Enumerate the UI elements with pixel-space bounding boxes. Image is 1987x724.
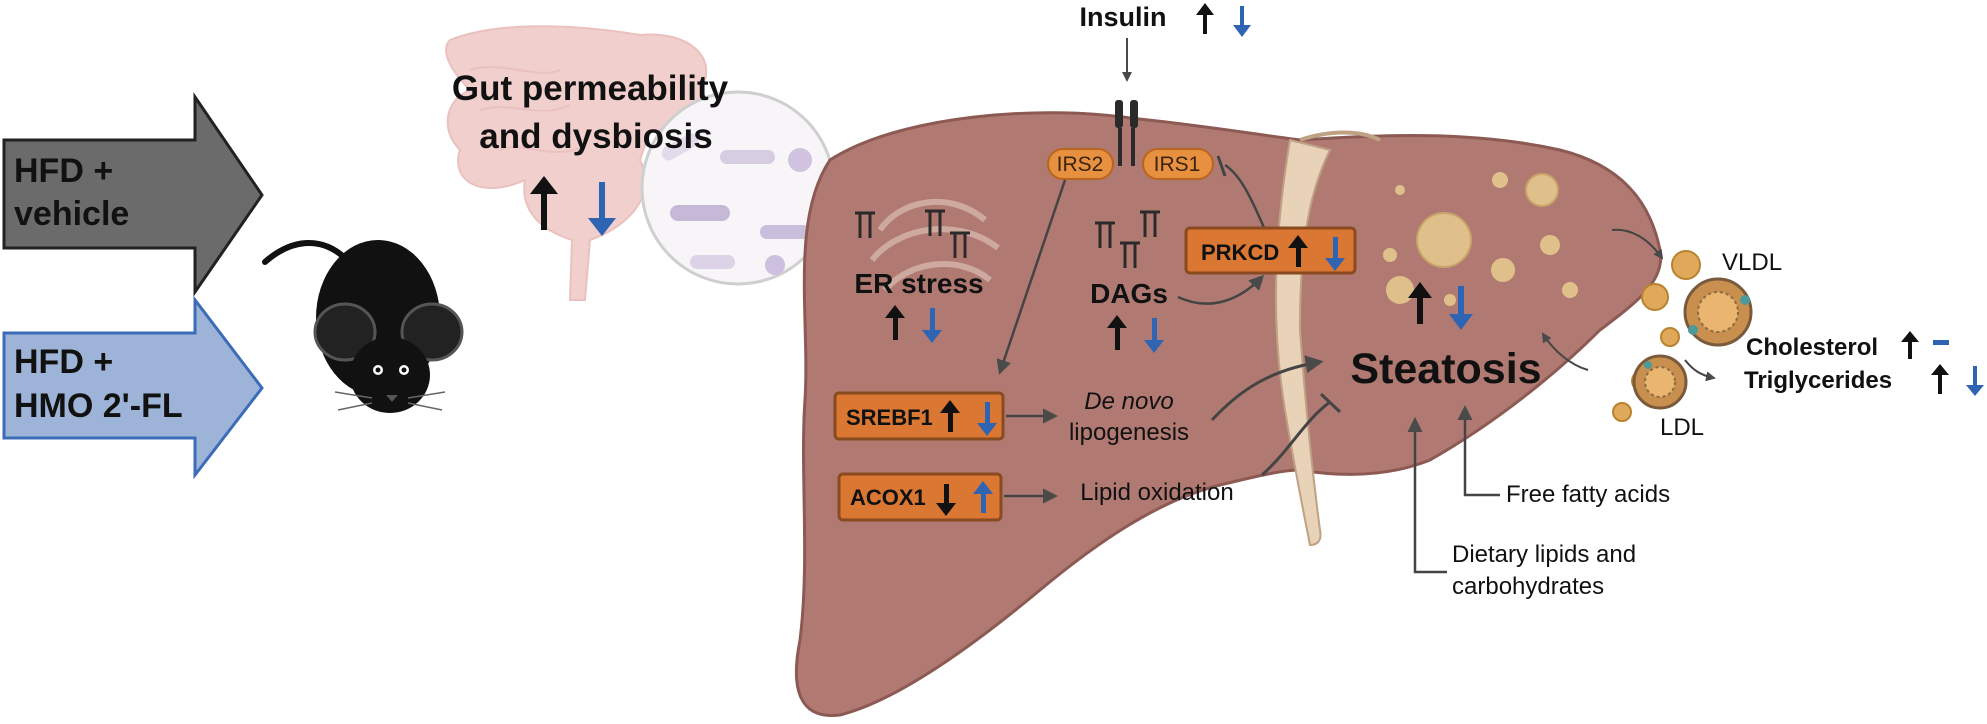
dags-down-arrow-icon — [1144, 318, 1164, 353]
prkcd-inhibits-irs1 — [1224, 163, 1267, 231]
ldl-label: LDL — [1660, 414, 1704, 441]
group-arrow-hfd-hmo: HFD + HMO 2'-FL — [2, 295, 264, 480]
gut-up-arrow-icon — [530, 176, 558, 230]
dags-label: DAGs — [1090, 278, 1168, 309]
er-up-arrow-icon — [885, 305, 905, 340]
ldl-particles-icon — [1612, 354, 1688, 422]
membrane-lipid-icons-dags — [1095, 210, 1160, 268]
irs1-node: IRS1 — [1142, 148, 1214, 180]
gut-illustration — [445, 25, 709, 301]
hfd-vehicle-line2: vehicle — [14, 195, 129, 233]
srebf1-box: SREBF1 — [833, 391, 1005, 441]
cholesterol-up-arrow-icon — [1901, 331, 1919, 359]
triglycerides-label: Triglycerides — [1744, 367, 1892, 394]
vldl-to-ldl-arrow — [1684, 359, 1716, 382]
gut-down-arrow-icon — [588, 182, 616, 236]
lipid-droplets — [1383, 172, 1578, 306]
triglycerides-up-arrow-icon — [1931, 364, 1949, 394]
dags-up-arrow-icon — [1107, 315, 1127, 350]
irs1-label: IRS1 — [1154, 153, 1201, 176]
lipid-oxidation-label: Lipid oxidation — [1080, 479, 1233, 506]
acox1-box: ACOX1 — [837, 472, 1003, 522]
dietary-to-steatosis-arrow — [1407, 417, 1447, 574]
oxidation-inhibits-steatosis — [1261, 400, 1331, 477]
insulin-receptor-icon — [1115, 100, 1138, 166]
cholesterol-label: Cholesterol — [1746, 334, 1878, 361]
de-novo-label: De novo — [1084, 388, 1173, 415]
mouse-icon — [262, 240, 464, 413]
insulin-up-arrow-icon — [1196, 3, 1214, 34]
er-stress-label: ER stress — [854, 268, 983, 299]
insulin-down-arrow-icon — [1233, 6, 1251, 37]
steatosis-up-arrow-icon — [1408, 282, 1432, 324]
ldl-to-liver-arrow — [1541, 332, 1589, 371]
insulin-label: Insulin — [1080, 2, 1167, 32]
ffa-to-steatosis-arrow — [1457, 405, 1500, 497]
acox1-label: ACOX1 — [850, 485, 926, 510]
irs2-to-srebf1-arrow — [996, 179, 1067, 375]
dietary-line2: carbohydrates — [1452, 573, 1604, 600]
cholesterol-no-change-icon — [1933, 340, 1949, 345]
er-down-arrow-icon — [922, 308, 942, 343]
prkcd-label: PRKCD — [1201, 240, 1279, 265]
irs2-label: IRS2 — [1057, 153, 1104, 176]
vldl-particles-icon — [1641, 250, 1753, 347]
srebf1-label: SREBF1 — [846, 405, 933, 430]
triglycerides-down-arrow-icon — [1966, 366, 1984, 396]
lipogenesis-label: lipogenesis — [1069, 419, 1189, 446]
irs2-node: IRS2 — [1047, 148, 1114, 180]
hfd-vehicle-line1: HFD + — [14, 152, 113, 190]
steatosis-label: Steatosis — [1350, 345, 1541, 393]
gut-label-line2: and dysbiosis — [479, 117, 712, 156]
lipogenesis-to-steatosis-arrow — [1210, 355, 1324, 422]
steatosis-down-arrow-icon — [1449, 286, 1473, 330]
hfd-hmo-line1: HFD + — [14, 343, 113, 381]
liver-to-vldl-arrow — [1611, 228, 1664, 260]
dietary-line1: Dietary lipids and — [1452, 541, 1636, 568]
group-arrow-hfd-vehicle: HFD + vehicle — [2, 92, 264, 297]
prkcd-box: PRKCD — [1184, 226, 1357, 275]
hfd-hmo-line2: HMO 2'-FL — [14, 387, 183, 425]
membrane-lipid-icons-er — [855, 209, 970, 258]
free-fatty-acids-label: Free fatty acids — [1506, 481, 1670, 508]
dags-to-prkcd-arrow — [1177, 274, 1265, 305]
gut-label-line1: Gut permeability — [452, 69, 729, 108]
vldl-label: VLDL — [1722, 249, 1782, 276]
